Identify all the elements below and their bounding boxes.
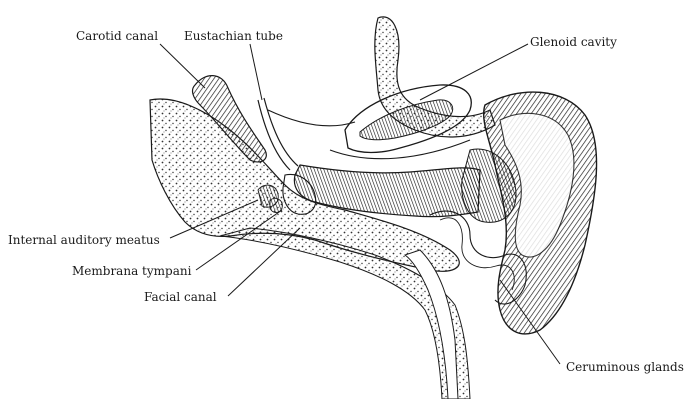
label-facial-canal: Facial canal — [144, 291, 217, 303]
label-ceruminous-glands: Ceruminous glands — [566, 361, 684, 373]
label-eustachian-tube: Eustachian tube — [184, 30, 283, 42]
label-glenoid-cavity: Glenoid cavity — [530, 36, 617, 48]
label-membrana-tympani: Membrana tympani — [72, 265, 191, 277]
label-carotid-canal: Carotid canal — [76, 30, 158, 42]
label-internal-auditory-meatus: Internal auditory meatus — [8, 234, 160, 246]
